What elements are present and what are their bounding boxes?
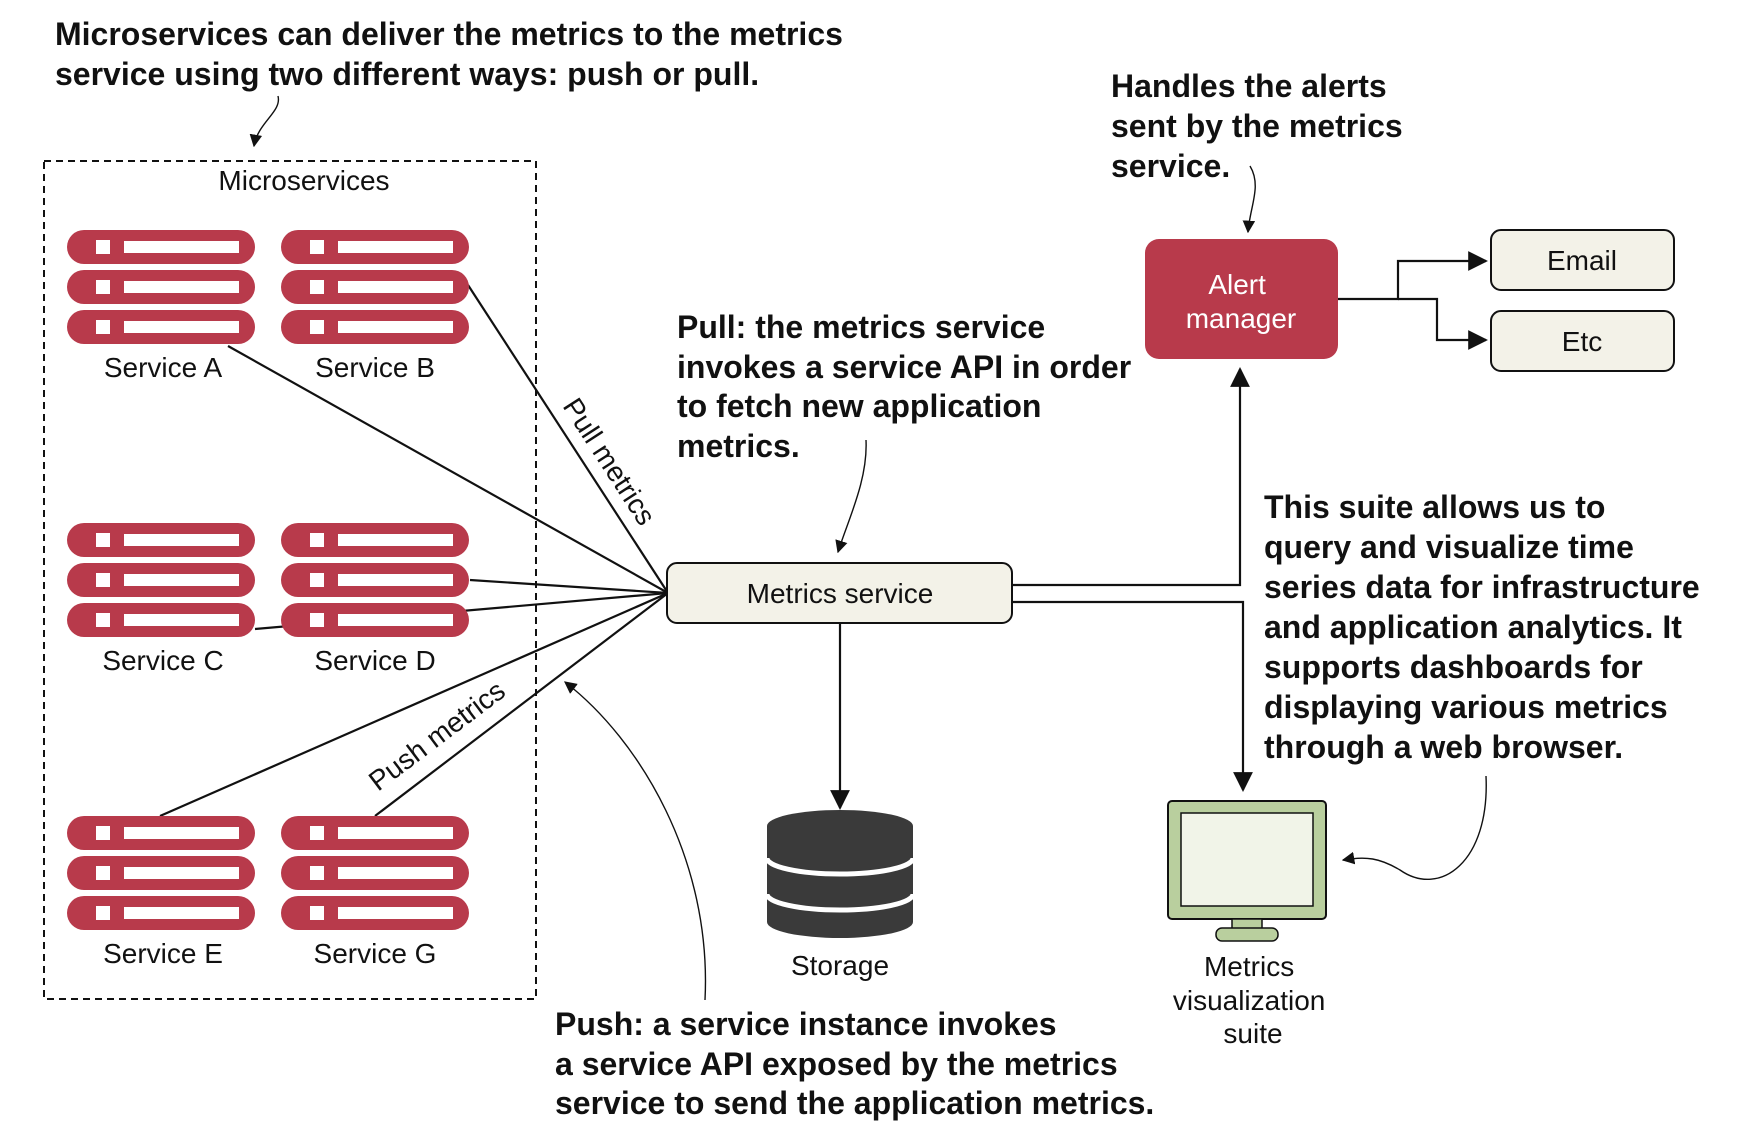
edge-alert-to-etc: [1398, 297, 1488, 350]
metrics-service-label: Metrics service: [747, 578, 934, 609]
service-d: Service D: [281, 523, 469, 676]
service-c-label: Service C: [102, 645, 223, 676]
edge-metrics-to-alert: [1012, 367, 1250, 587]
microservices-note: Microservices can deliver the metrics to…: [55, 16, 852, 92]
pull-note: Pull: the metrics service invokes a serv…: [677, 309, 1140, 464]
push-note: Push: a service instance invokes a servi…: [555, 1006, 1154, 1121]
alert-manager-box: [1145, 239, 1338, 359]
edge-service-g-metrics: [374, 592, 669, 817]
service-a-label: Service A: [104, 352, 223, 383]
service-e: Service E: [67, 816, 255, 969]
push-note-pointer: [564, 681, 707, 1001]
edge-service-d-metrics: [469, 578, 669, 595]
service-a: Service A: [67, 230, 255, 383]
push-metrics-label: Push metrics: [363, 675, 511, 797]
service-b: Service B: [281, 230, 469, 383]
email-box: [1490, 229, 1675, 291]
storage-icon: [764, 810, 916, 938]
edge-service-a-metrics: [227, 345, 669, 594]
service-b-label: Service B: [315, 352, 435, 383]
storage-label: Storage: [791, 950, 889, 981]
alert-manager-label: Alert manager: [1186, 269, 1297, 334]
monitor-icon: [1167, 800, 1327, 942]
edge-service-e-metrics: [159, 591, 669, 818]
pull-metrics-label: Pull metrics: [557, 392, 662, 530]
service-c: Service C: [67, 523, 255, 676]
pull-note-pointer: [835, 439, 867, 554]
etc-label: Etc: [1562, 326, 1602, 357]
edge-metrics-to-visualization: [1012, 600, 1253, 792]
service-d-label: Service D: [314, 645, 435, 676]
suite-note-pointer: [1341, 775, 1487, 880]
edge-service-b-metrics: [467, 284, 669, 594]
microservices-group: [43, 160, 537, 1000]
visualization-label: Metrics visualization suite: [1173, 951, 1333, 1049]
service-e-label: Service E: [103, 938, 223, 969]
etc-box: [1490, 310, 1675, 372]
service-g-label: Service G: [314, 938, 437, 969]
alerts-note-pointer: [1242, 165, 1256, 234]
suite-note: This suite allows us to query and visual…: [1264, 489, 1709, 765]
microservices-note-pointer: [249, 95, 280, 148]
email-label: Email: [1547, 245, 1617, 276]
alerts-note: Handles the alerts sent by the metrics s…: [1111, 68, 1412, 184]
microservices-group-title: Microservices: [218, 165, 389, 196]
edge-alert-to-email: [1338, 251, 1488, 301]
service-g: Service G: [281, 816, 469, 969]
